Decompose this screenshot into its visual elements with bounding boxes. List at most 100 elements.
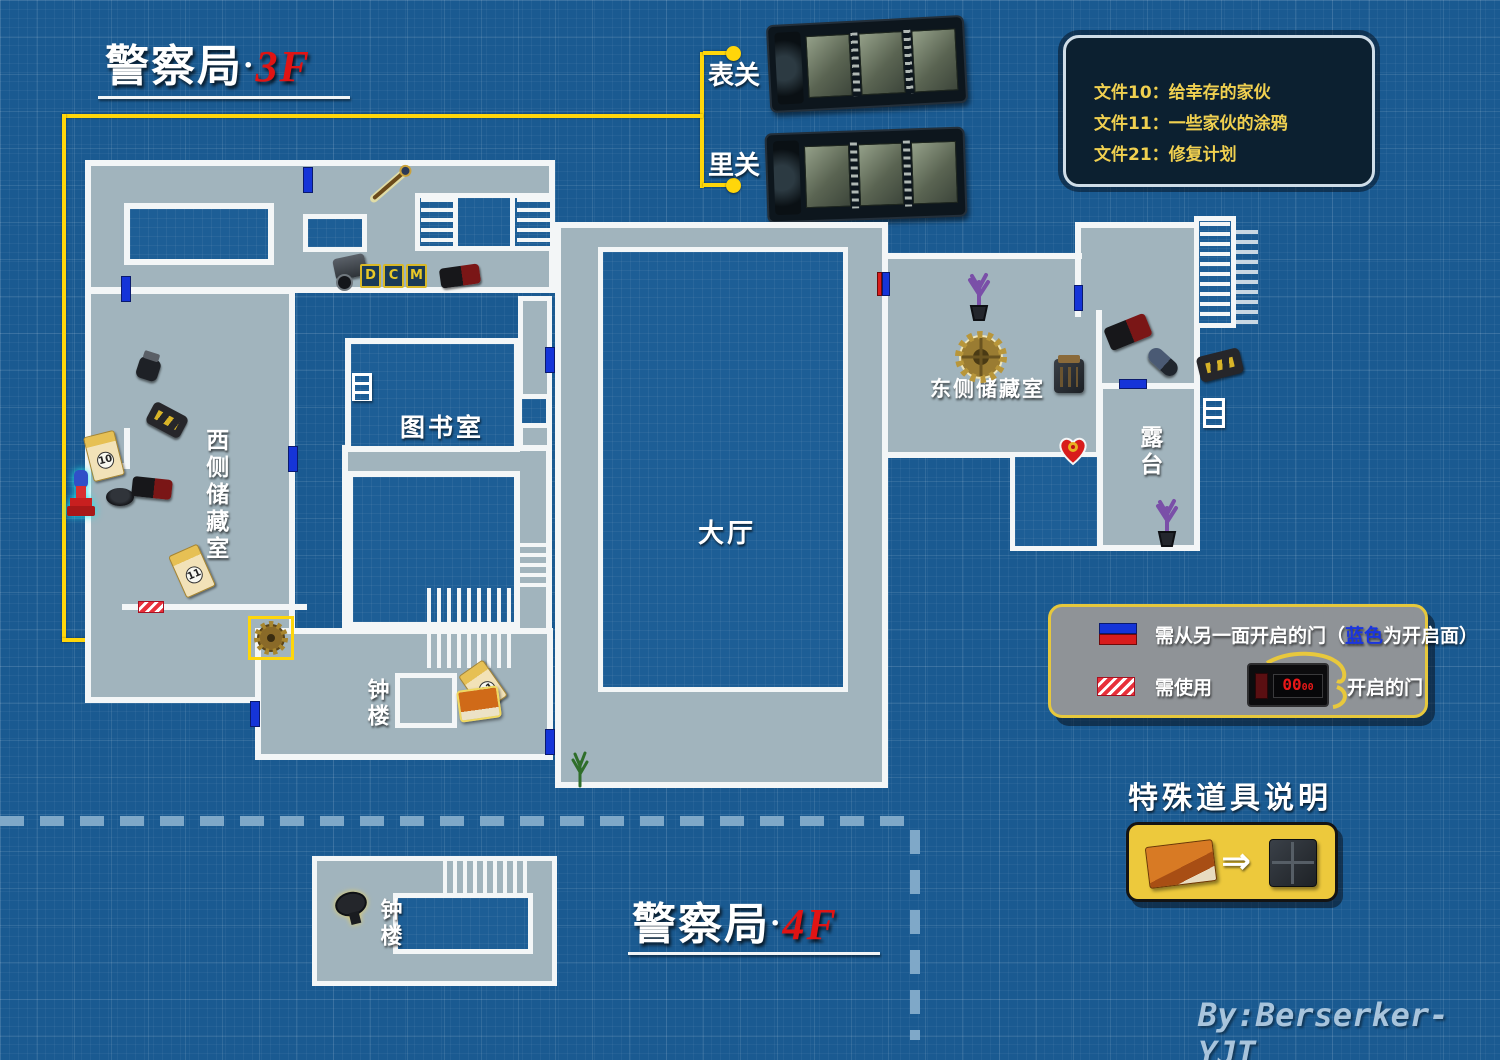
film-item-back xyxy=(764,126,968,224)
door-marker-blue xyxy=(545,347,555,373)
route-dot-front xyxy=(726,46,741,61)
legend-use-pre: 需使用 xyxy=(1155,677,1213,699)
stairs-clock-tower xyxy=(427,588,513,668)
label-west-storage: 西侧储藏室 xyxy=(201,428,228,563)
film-frame xyxy=(911,28,959,93)
legend-detonator-icon: 0000 xyxy=(1237,647,1353,719)
film-item-front xyxy=(765,14,969,114)
hat-item-icon xyxy=(106,488,134,506)
door-marker-blue xyxy=(1119,379,1147,389)
door-marker-blue xyxy=(303,167,313,193)
gear-highlight-box xyxy=(248,616,294,660)
legend-door-post: 为开启面） xyxy=(1383,625,1479,647)
wall-east-storage-left xyxy=(882,253,888,458)
wall-west-nook-right xyxy=(124,428,130,469)
door-marker-blue xyxy=(121,276,131,302)
special-item-box: ⇒ xyxy=(1126,822,1338,902)
dcm-slot-m: M xyxy=(406,264,427,288)
legend-bomb-hatch-icon xyxy=(1097,677,1135,696)
stairs-mid-east xyxy=(518,543,550,589)
files-box: 文件10：给幸存的家伙 文件11：一些家伙的涂鸦 文件21：修复计划 xyxy=(1063,35,1375,187)
title-4f-name: 警察局 xyxy=(632,899,770,950)
route-line-stub-bottom xyxy=(703,183,729,187)
hall-atrium xyxy=(598,247,848,692)
wall-stairs-divider xyxy=(510,196,515,248)
title-3f-floor: 3F xyxy=(255,42,311,91)
film-frame xyxy=(911,140,959,205)
stairs-north-left xyxy=(421,198,453,246)
wall-west-storage-south xyxy=(122,604,307,610)
room-dark-alcove xyxy=(303,214,367,252)
stairs-northeast-ext xyxy=(1236,230,1258,326)
green-plant-icon xyxy=(568,748,592,792)
door-marker-bomb xyxy=(138,601,164,613)
room-clock-tower-3f xyxy=(255,628,553,760)
title-3f-underline xyxy=(98,96,350,99)
door-marker-blue xyxy=(250,701,260,727)
bomb-display-big: 00 xyxy=(1282,675,1302,694)
title-4f-underline xyxy=(628,952,880,955)
door-marker-blue xyxy=(1074,285,1083,311)
ladder-icon xyxy=(352,373,372,401)
ammo-box-item-icon xyxy=(455,685,503,723)
route-line-stub-top xyxy=(703,51,729,55)
room-library-annex xyxy=(517,394,551,428)
special-box-title: 特殊道具说明 xyxy=(1128,781,1332,816)
film-roll xyxy=(772,140,802,216)
door-marker-red-side xyxy=(877,272,882,296)
room-library xyxy=(345,338,520,452)
large-gear-item-icon xyxy=(952,328,1010,390)
legend-door-text: 需从另一面开启的门（蓝色为开启面） xyxy=(1155,621,1478,648)
files-box-line1: 文件10：给幸存的家伙 xyxy=(1094,83,1271,103)
label-clock-tower-4f: 钟楼 xyxy=(376,898,402,950)
wall-landing-top xyxy=(1075,222,1195,228)
room-clock-4f-inner xyxy=(393,893,533,954)
purple-plant-icon xyxy=(1150,498,1184,552)
wall-east-storage-bottom xyxy=(882,452,1100,458)
generator-item-icon xyxy=(1052,355,1088,397)
legend-door-red-half xyxy=(1099,634,1137,645)
rod-item-icon xyxy=(366,163,416,203)
magnum-item-icon xyxy=(131,475,173,501)
title-4f-dot: · xyxy=(770,906,783,941)
label-main-hall: 大厅 xyxy=(698,519,757,549)
bell-item-icon xyxy=(332,890,370,934)
clock-tower-inner-walls xyxy=(395,673,457,728)
wall-stairs-divider xyxy=(453,196,458,248)
stairs-4f xyxy=(443,861,529,893)
room-dark-northwest xyxy=(124,203,274,265)
floor-divider-horizontal xyxy=(0,816,918,826)
title-3f-name: 警察局 xyxy=(105,41,243,92)
wall-east-storage-top xyxy=(882,253,1082,259)
door-marker-blue xyxy=(288,446,298,472)
route-dot-back xyxy=(726,178,741,193)
files-box-line2: 文件11：一些家伙的涂鸦 xyxy=(1094,114,1288,134)
title-3f: 警察局·3F xyxy=(105,30,311,94)
statue-item-icon xyxy=(64,466,100,520)
stairs-northeast xyxy=(1200,222,1230,322)
film-frame xyxy=(805,34,853,98)
film-frame xyxy=(857,142,905,207)
door-marker-blue-side xyxy=(882,272,890,296)
floor-divider-vertical xyxy=(910,830,920,1040)
legend-box: 需从另一面开启的门（蓝色为开启面） 需使用 0000 开启的门 xyxy=(1048,604,1478,719)
files-box-line3: 文件21：修复计划 xyxy=(1094,145,1237,165)
dcm-slot-d: D xyxy=(360,264,381,288)
purple-plant-icon xyxy=(962,272,996,326)
film-frame xyxy=(803,144,851,209)
legend-door-pre: 需从另一面开启的门（ xyxy=(1155,625,1346,647)
label-east-storage: 东侧储藏室 xyxy=(930,377,1045,401)
heart-door-marker xyxy=(1057,436,1089,470)
room-dark-east xyxy=(1010,452,1102,551)
title-4f: 警察局·4F xyxy=(632,888,838,952)
legend-use-post: 开启的门 xyxy=(1347,677,1424,699)
ladder-icon xyxy=(1203,398,1225,428)
ammo-box-large-icon xyxy=(1144,839,1218,889)
film-front-label: 表关 xyxy=(708,61,761,91)
transform-arrow: ⇒ xyxy=(1221,841,1252,882)
title-3f-dot: · xyxy=(243,48,256,83)
author-signature: By:Berserker-YJT xyxy=(1198,996,1449,1060)
film-roll xyxy=(774,31,804,105)
